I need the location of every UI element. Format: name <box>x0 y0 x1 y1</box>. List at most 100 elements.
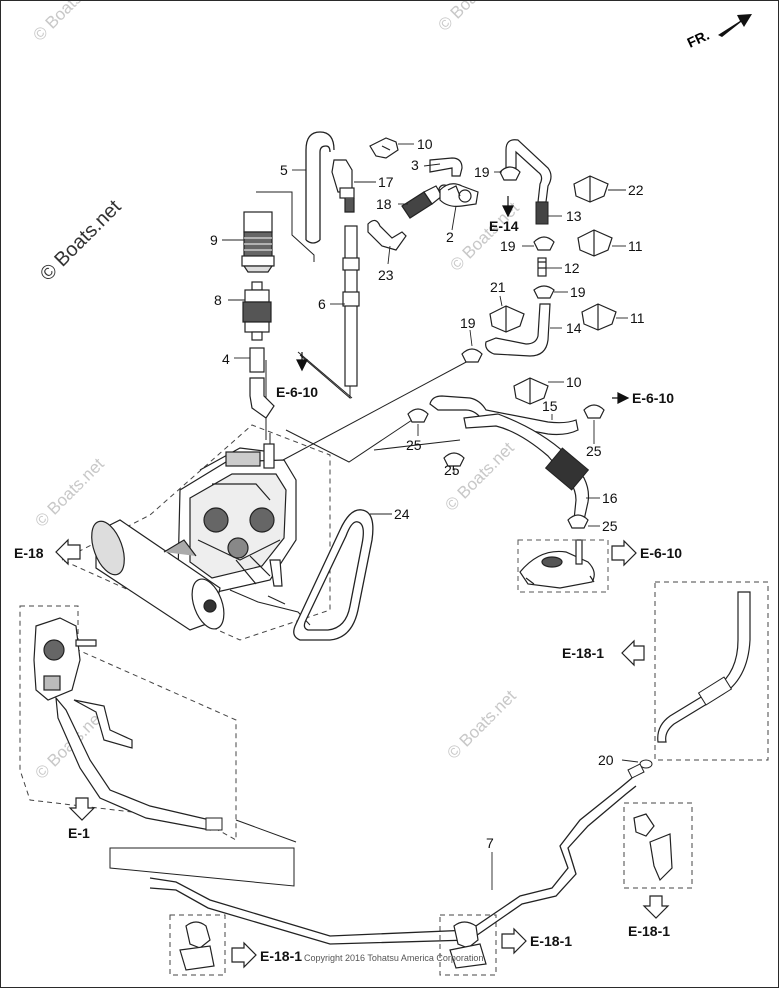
hose-pump-left-clamp <box>205 817 223 831</box>
ref-e181-right[interactable]: E-18-1 <box>628 923 670 939</box>
bracket-bottom-left <box>179 945 215 971</box>
callout-15: 15 <box>542 398 558 414</box>
ref-e181-mid[interactable]: E-18-1 <box>562 645 604 661</box>
callout-19-left: 19 <box>460 315 476 331</box>
ref-e610-left[interactable]: E-6-10 <box>276 384 318 400</box>
callout-19-mid: 19 <box>500 238 516 254</box>
leader-23 <box>387 245 391 265</box>
intake-silencer <box>91 519 225 631</box>
dashed-box-clip-bottom-left <box>169 914 226 976</box>
arrow-e610-left-icon <box>296 352 308 372</box>
hose-6 <box>342 225 360 387</box>
leader-20 <box>621 759 639 763</box>
clip-22 <box>573 175 609 203</box>
leader-line-5-to-carb <box>256 191 315 262</box>
callout-11-lower: 11 <box>630 310 645 326</box>
callout-5: 5 <box>280 162 288 178</box>
callout-25-c: 25 <box>586 443 602 459</box>
joint-12 <box>537 257 547 277</box>
leader-3 <box>423 163 441 167</box>
watermark-top-center: © Boats.net <box>434 0 511 35</box>
callout-25-b: 25 <box>444 462 460 478</box>
fuel-pump-left <box>33 617 97 701</box>
pipe-7-end <box>627 763 645 779</box>
hose-5 <box>305 131 335 244</box>
callout-19-top: 19 <box>474 164 490 180</box>
leader-19-left <box>469 329 473 347</box>
callout-2: 2 <box>446 229 454 245</box>
fuel-pipe-7 <box>149 777 637 945</box>
leader-line-hose16-to-carb <box>373 439 461 451</box>
callout-23: 23 <box>378 267 394 283</box>
carburetor-assembly <box>177 443 297 595</box>
dashed-box-outlet-pipe <box>654 581 769 761</box>
leader-line-pipe-7 <box>109 847 295 887</box>
fuel-pump-diaphragm <box>519 539 595 589</box>
callout-22: 22 <box>628 182 644 198</box>
arrow-e610-lower-icon <box>611 539 637 567</box>
arrow-e1-down-icon <box>68 797 96 821</box>
watermark-lower-center: © Boats.net <box>443 686 520 763</box>
ref-e14[interactable]: E-14 <box>489 218 519 234</box>
front-label: FR. <box>685 27 712 51</box>
clip-11-lower <box>581 303 617 331</box>
outlet-pipe <box>657 591 751 743</box>
clamp-2 <box>439 183 479 207</box>
clamp-19-top <box>499 166 521 181</box>
callout-18: 18 <box>376 196 392 212</box>
callout-13: 13 <box>566 208 582 224</box>
front-direction-indicator: FR. <box>685 14 752 51</box>
clip-11-top <box>577 229 613 257</box>
ref-e610-lower[interactable]: E-6-10 <box>640 545 682 561</box>
clamp-25-a <box>407 408 429 423</box>
callout-25-a: 25 <box>406 437 422 453</box>
ref-e18[interactable]: E-18 <box>14 545 44 561</box>
joint-17 <box>331 159 355 213</box>
hose-23 <box>367 219 407 251</box>
dashed-box-pump-hoses <box>19 605 237 841</box>
clamp-19-mid <box>533 236 555 251</box>
clip-right-bracket <box>649 833 673 882</box>
watermark-main: © Boats.net <box>36 196 126 286</box>
clamp-19-left <box>461 348 483 363</box>
arrow-e14-icon <box>502 196 514 218</box>
arrow-e610-right-icon <box>612 392 630 404</box>
arrow-e181-mid-icon <box>621 639 645 667</box>
callout-9: 9 <box>210 232 218 248</box>
callout-11-top: 11 <box>628 238 643 254</box>
hose-13 <box>505 139 552 203</box>
clamp-19-lower <box>533 285 555 299</box>
callout-12: 12 <box>564 260 580 276</box>
ref-e1[interactable]: E-1 <box>68 825 90 841</box>
leader-line-hose15-to-carb <box>285 419 413 463</box>
filter-8 <box>242 281 272 341</box>
ref-e610-right[interactable]: E-6-10 <box>632 390 674 406</box>
belt-24 <box>293 509 374 641</box>
clip-10-top <box>369 137 399 159</box>
bracket-bottom-center <box>449 943 487 969</box>
ref-e181-bottom-center[interactable]: E-18-1 <box>530 933 572 949</box>
arrow-e181-bottom-left-icon <box>231 941 257 969</box>
callout-10-mid: 10 <box>566 374 582 390</box>
leader-2 <box>451 205 457 231</box>
clip-right-upper <box>633 813 655 837</box>
arrow-e18-left-icon <box>55 538 81 566</box>
dashed-box-clip-right <box>623 802 693 889</box>
leader-line-belt-bracket <box>267 595 286 605</box>
callout-4: 4 <box>222 351 230 367</box>
leader-line-pump-hoses <box>235 819 297 843</box>
callout-20: 20 <box>598 752 614 768</box>
callout-7: 7 <box>486 835 494 851</box>
ref-e181-bottom-left[interactable]: E-18-1 <box>260 948 302 964</box>
callout-10-top: 10 <box>417 136 433 152</box>
callout-3: 3 <box>411 157 419 173</box>
clamp-25-b <box>443 452 465 467</box>
callout-25-d: 25 <box>602 518 618 534</box>
callout-24: 24 <box>394 506 410 522</box>
clamp-25-c <box>583 404 605 419</box>
callout-8: 8 <box>214 292 222 308</box>
clip-21 <box>489 305 525 333</box>
callout-17: 17 <box>378 174 394 190</box>
hose-14 <box>485 303 551 357</box>
leader-21 <box>499 295 503 307</box>
